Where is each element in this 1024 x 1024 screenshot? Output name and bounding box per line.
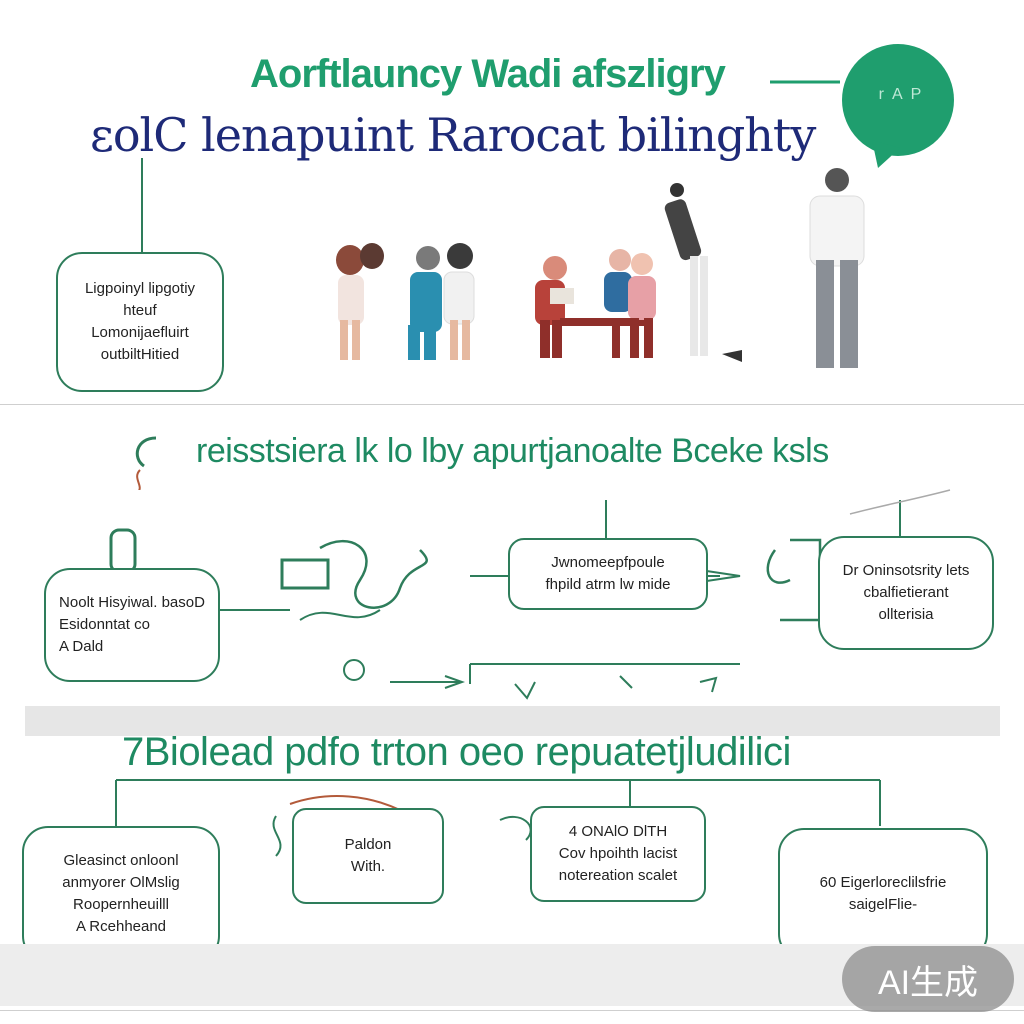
ai-generated-badge: AI生成: [842, 946, 1014, 1012]
bottom-rule: [0, 1010, 1024, 1011]
connector-line: [141, 158, 143, 254]
header-title-line2: ɛolC lenapuint Rarocat bilinghty: [90, 108, 816, 162]
header-title-line1: Aorftlauncy Wadi afszligry: [250, 52, 726, 96]
speech-bubble-text: r A P: [878, 86, 922, 103]
info-box-1: Ligpoinyl lipgotiy hteuf Lomonijaefluirt…: [56, 252, 224, 392]
info-box-7-text: 4 ONAlO DlTH Cov hpoihth lacist notereat…: [558, 823, 678, 884]
info-box-6: Paldon With.: [292, 808, 444, 904]
info-box-7: 4 ONAlO DlTH Cov hpoihth lacist notereat…: [530, 806, 706, 902]
pot-handle-icon: [109, 528, 137, 572]
divider: [0, 404, 1024, 405]
info-box-8: 60 Eigerloreclilsfrie saigelFlie-: [778, 828, 988, 960]
info-box-6-text: Paldon With.: [344, 836, 392, 875]
section-3-heading: 7Biolead pdfo trton oeo repuatetjludilic…: [122, 730, 791, 774]
info-box-2-text: Noolt Hisyiwal. basoD Esidonntat co A Da…: [59, 594, 205, 655]
info-box-4-text: Dr Oninsotsrity lets cbalfietierant ollt…: [842, 562, 970, 623]
info-box-8-text: 60 Eigerloreclilsfrie saigelFlie-: [819, 874, 947, 913]
info-box-5: Gleasinct onloonl anmyorer OlMslig Roope…: [22, 826, 220, 962]
info-box-1-text: Ligpoinyl lipgotiy hteuf Lomonijaefluirt…: [84, 280, 196, 363]
info-box-5-text: Gleasinct onloonl anmyorer OlMslig Roope…: [62, 852, 180, 935]
info-box-4: Dr Oninsotsrity lets cbalfietierant ollt…: [818, 536, 994, 650]
info-box-3: Jwnomeepfpoule fhpild atrm lw mide: [508, 538, 708, 610]
hook-icon: [135, 436, 157, 490]
section-2-heading: reisstsiera lk lo lby apurtjanoalte Bcek…: [196, 432, 829, 470]
speech-bubble-icon: [770, 44, 954, 168]
people-illustration: [336, 168, 865, 368]
info-box-2: Noolt Hisyiwal. basoD Esidonntat co A Da…: [44, 568, 220, 682]
separator-band: [25, 706, 1000, 736]
info-box-3-text: Jwnomeepfpoule fhpild atrm lw mide: [545, 554, 671, 593]
